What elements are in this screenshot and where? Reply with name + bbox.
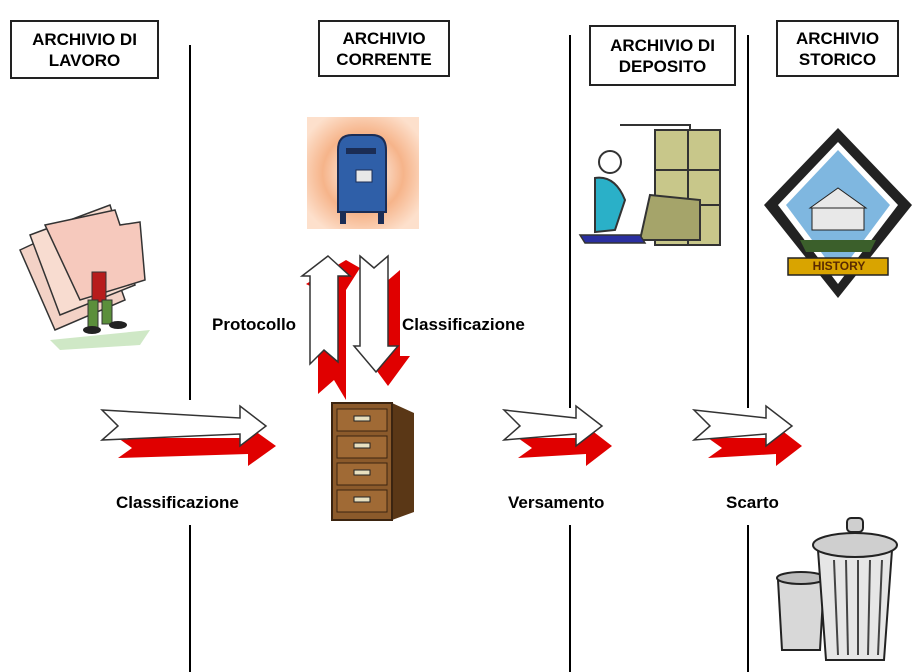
header-line-2: LAVORO (48, 50, 121, 70)
header-line-2: STORICO (798, 49, 877, 69)
label-versamento: Versamento (508, 493, 605, 512)
versamento-right-arrow (501, 404, 612, 466)
header-line-2: DEPOSITO (618, 56, 707, 76)
label-classificazione-bottom: Classificazione (116, 493, 239, 512)
trash-cans-icon (776, 517, 898, 661)
header-line-1: ARCHIVIO DI (610, 35, 715, 55)
header-line-1: ARCHIVIO DI (32, 29, 137, 49)
header-archivio-di-lavoro: ARCHIVIO DI LAVORO (10, 20, 159, 79)
filing-person-icon (578, 124, 721, 246)
classificazione-down-arrow (352, 254, 410, 386)
scarto-right-arrow (691, 404, 802, 466)
label-scarto: Scarto (726, 493, 779, 512)
history-badge-text: HISTORY (812, 259, 866, 273)
label-protocollo: Protocollo (212, 315, 297, 334)
label-classificazione-top: Classificazione (402, 315, 525, 334)
history-badge-icon (764, 128, 912, 298)
folder-icon (19, 204, 150, 350)
header-line-1: ARCHIVIO (795, 28, 880, 48)
filing-cabinet-icon (331, 402, 414, 521)
header-line-1: ARCHIVIO (342, 28, 426, 48)
header-archivio-storico: ARCHIVIO STORICO (776, 20, 899, 77)
protocollo-up-arrow (299, 255, 360, 400)
header-archivio-corrente: ARCHIVIO CORRENTE (318, 20, 450, 77)
classificazione-right-arrow (99, 404, 276, 466)
divider-lines (189, 35, 749, 672)
mailbox-icon (307, 117, 419, 229)
header-line-2: CORRENTE (336, 49, 432, 69)
header-archivio-di-deposito: ARCHIVIO DI DEPOSITO (589, 25, 736, 86)
